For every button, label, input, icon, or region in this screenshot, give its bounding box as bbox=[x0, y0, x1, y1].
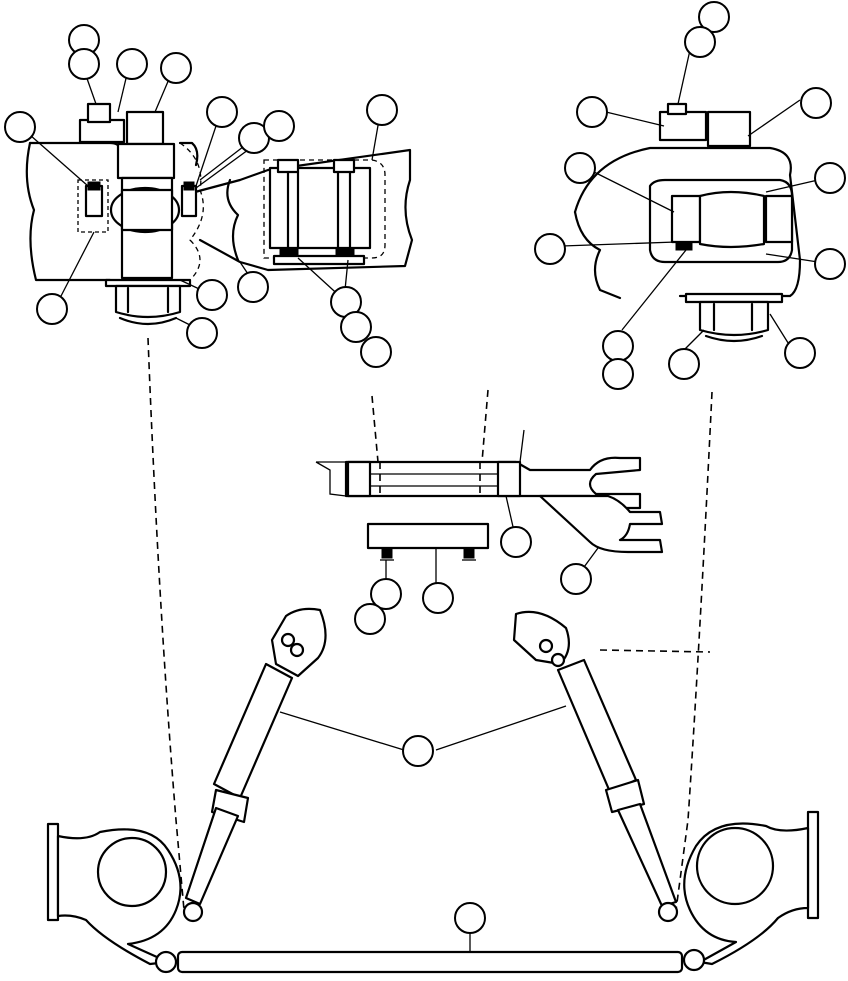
callout-balloon bbox=[560, 563, 592, 595]
callout-balloon bbox=[360, 336, 392, 368]
callout-balloon bbox=[186, 317, 218, 349]
callout-balloon bbox=[814, 248, 846, 280]
callout-balloon bbox=[402, 735, 434, 767]
bottom-main-assembly bbox=[46, 337, 820, 974]
callout-balloon bbox=[422, 582, 454, 614]
callout-balloon bbox=[576, 96, 608, 128]
callout-balloon bbox=[814, 162, 846, 194]
callout-balloon bbox=[370, 578, 402, 610]
callout-balloon bbox=[160, 52, 192, 84]
callout-balloon bbox=[263, 110, 295, 142]
callout-balloon bbox=[206, 96, 238, 128]
callout-balloon bbox=[366, 94, 398, 126]
callout-balloon bbox=[668, 348, 700, 380]
callout-balloon bbox=[354, 603, 386, 635]
callout-balloon bbox=[684, 26, 716, 58]
callout-balloon bbox=[564, 152, 596, 184]
callout-balloons bbox=[4, 1, 846, 934]
callout-balloon bbox=[68, 48, 100, 80]
callout-balloon bbox=[36, 293, 68, 325]
callout-balloon bbox=[800, 87, 832, 119]
callout-balloon bbox=[116, 48, 148, 80]
callout-balloon bbox=[340, 311, 372, 343]
detail-left-pin-assembly bbox=[25, 69, 414, 331]
callout-balloon bbox=[196, 279, 228, 311]
callout-balloon bbox=[534, 233, 566, 265]
callout-balloon bbox=[4, 111, 36, 143]
callout-balloon bbox=[237, 271, 269, 303]
callout-balloon bbox=[454, 902, 486, 934]
callout-balloon bbox=[500, 526, 532, 558]
detail-right-pin-assembly bbox=[561, 49, 819, 351]
callout-balloon bbox=[784, 337, 816, 369]
callout-balloon bbox=[602, 358, 634, 390]
callout-balloon bbox=[698, 1, 730, 33]
callout-balloon bbox=[602, 330, 634, 362]
detail-center-clevis bbox=[315, 389, 664, 594]
